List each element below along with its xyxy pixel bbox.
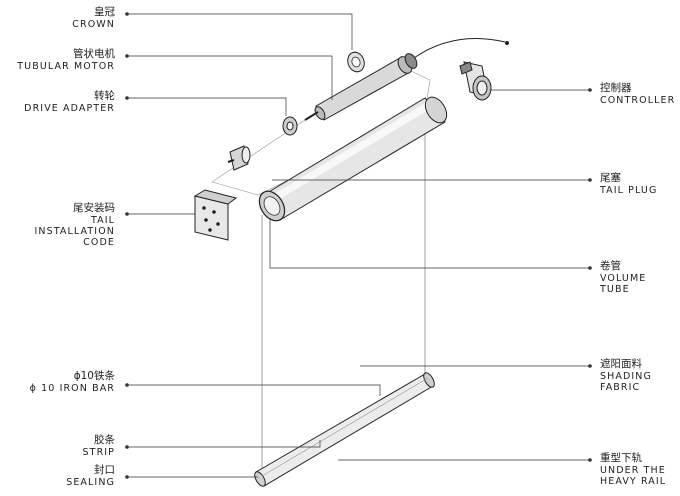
label-fabric-en: SHADING FABRIC	[600, 371, 652, 393]
label-heavy-rail-zh: 重型下轨	[600, 452, 642, 464]
label-tail-plug-en: TAIL PLUG	[600, 185, 658, 196]
label-tail-installation-code: 尾安装码 TAIL INSTALLATION CODE	[35, 202, 115, 248]
label-tail-plug: 尾塞 TAIL PLUG	[600, 172, 657, 196]
label-tubular-motor: 管状电机 TUBULAR MOTOR	[17, 48, 115, 72]
leader-motor	[127, 55, 333, 100]
leader-volume-tube	[269, 218, 590, 269]
label-controller-en: CONTROLLER	[600, 95, 676, 106]
label-volume-tube-en: VOLUME TUBE	[600, 273, 647, 295]
label-iron-bar-zh: ϕ10铁条	[73, 370, 115, 382]
volume-tube-shape	[258, 96, 448, 222]
label-motor-zh: 管状电机	[73, 48, 115, 60]
leader-lines	[127, 13, 590, 478]
label-crown-en: CROWN	[72, 19, 115, 30]
tail-installation-bracket-shape	[193, 189, 238, 241]
drive-adapter-shape	[282, 116, 298, 136]
controller-bracket-shape	[459, 61, 492, 101]
label-heavy-rail: 重型下轨 UNDER THE HEAVY RAIL	[600, 452, 666, 487]
label-controller-zh: 控制器	[600, 82, 632, 94]
leader-crown	[127, 13, 353, 50]
label-fabric-zh: 遮阳面料	[600, 358, 642, 370]
label-volume-tube-zh: 卷管	[600, 260, 621, 272]
label-crown-zh: 皇冠	[94, 6, 115, 18]
label-motor-en: TUBULAR MOTOR	[17, 61, 115, 72]
leader-strip	[127, 440, 321, 448]
label-tail-plug-zh: 尾塞	[600, 172, 621, 184]
tail-plug-piece-shape	[227, 145, 251, 171]
label-controller: 控制器 CONTROLLER	[600, 82, 675, 106]
label-drive-adapter: 转轮 DRIVE ADAPTER	[24, 90, 115, 114]
heavy-rail-shape	[254, 372, 435, 487]
label-iron-bar-en: ϕ 10 IRON BAR	[29, 383, 115, 394]
label-drive-en: DRIVE ADAPTER	[24, 103, 115, 114]
label-drive-zh: 转轮	[94, 90, 115, 102]
label-strip: 胶条 STRIP	[83, 434, 115, 458]
label-strip-zh: 胶条	[94, 434, 115, 446]
label-tail-install-en: TAIL INSTALLATION CODE	[34, 215, 115, 248]
label-crown: 皇冠 CROWN	[72, 6, 115, 30]
tubular-motor-shape	[304, 38, 509, 121]
label-sealing: 封口 SEALING	[66, 464, 115, 488]
label-sealing-zh: 封口	[94, 464, 115, 476]
label-sealing-en: SEALING	[66, 477, 115, 488]
leader-dots	[125, 12, 592, 479]
label-volume-tube: 卷管 VOLUME TUBE	[600, 260, 646, 295]
leader-iron-bar	[127, 384, 381, 396]
label-heavy-rail-en: UNDER THE HEAVY RAIL	[600, 465, 667, 487]
label-tail-install-zh: 尾安装码	[73, 202, 115, 214]
label-iron-bar: ϕ10铁条 ϕ 10 IRON BAR	[30, 370, 115, 394]
crown-shape	[347, 51, 365, 73]
label-strip-en: STRIP	[82, 447, 115, 458]
label-shading-fabric: 遮阳面料 SHADING FABRIC	[600, 358, 652, 393]
leader-drive	[127, 97, 287, 116]
